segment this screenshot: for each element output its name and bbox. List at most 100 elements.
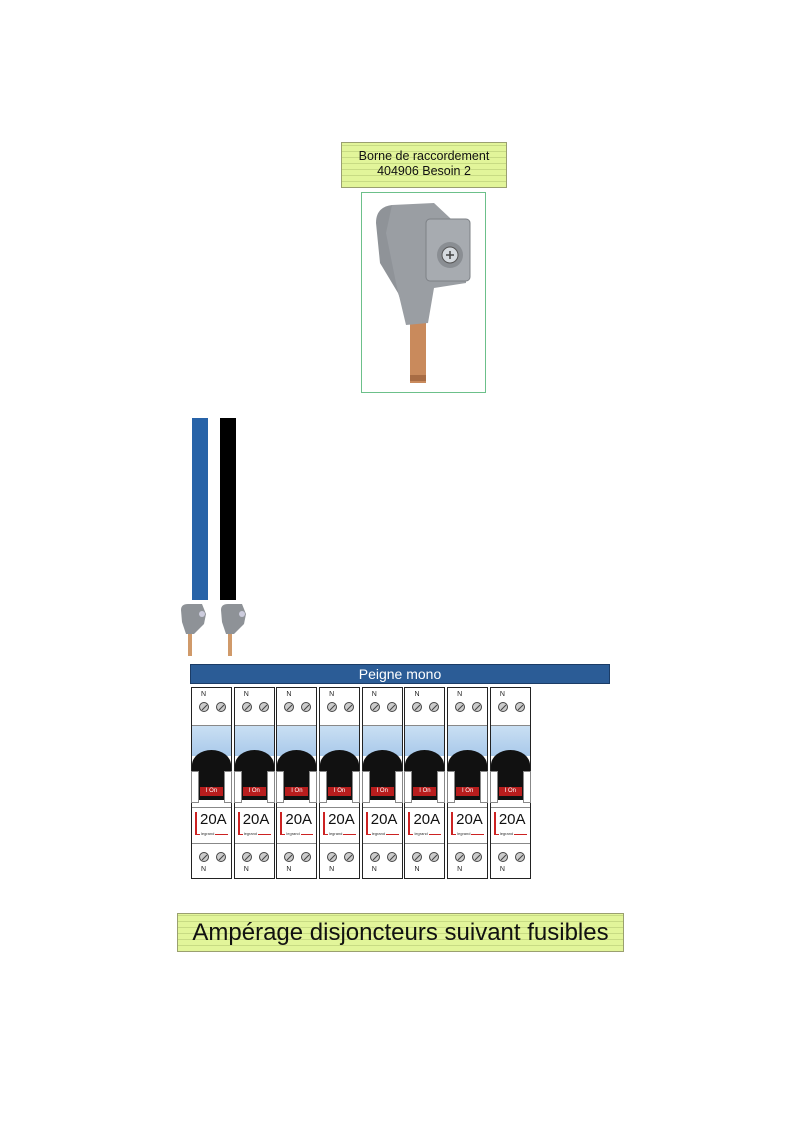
side-clip (266, 771, 275, 803)
screw-icon (301, 702, 312, 712)
brand-label: legrand (200, 831, 216, 836)
screw-icon (472, 852, 483, 862)
red-mark (365, 812, 368, 834)
side-clip (489, 771, 498, 803)
screw-icon (472, 702, 483, 712)
screw-icon (412, 702, 423, 712)
rating-panel: 20A legrand (234, 807, 274, 844)
screw-icon (497, 702, 508, 712)
switch-indicator: I On (370, 787, 394, 796)
circuit-breaker: N I On 20A legrand N (361, 687, 403, 879)
connector-image (361, 192, 486, 393)
screw-icon (199, 702, 209, 712)
black-cable (220, 418, 236, 600)
breaker-rating: 20A (242, 811, 270, 828)
breaker-rating: 20A (413, 811, 441, 828)
side-clip (480, 771, 489, 803)
breaker-row: N I On 20A legrand N N I On 20A legrand (191, 687, 533, 879)
side-clip (447, 771, 456, 803)
side-clip (233, 771, 242, 803)
red-mark (493, 812, 496, 834)
screw-icon (369, 852, 380, 862)
neutral-label-bottom: N (371, 866, 377, 873)
rating-panel: 20A legrand (320, 807, 360, 844)
side-clip (437, 771, 446, 803)
neutral-label-top: N (414, 691, 420, 698)
screw-icon (455, 852, 466, 862)
side-clip (309, 771, 318, 803)
switch-indicator: I On (456, 787, 480, 796)
screw-icon (369, 702, 380, 712)
rating-panel: 20A legrand (192, 807, 231, 844)
rating-panel: 20A legrand (448, 807, 488, 844)
breaker-rating: 20A (498, 811, 526, 828)
switch-indicator: I On (498, 787, 522, 796)
circuit-breaker: N I On 20A legrand N (404, 687, 446, 879)
circuit-breaker: N I On 20A legrand N (276, 687, 318, 879)
neutral-label-bottom: N (286, 866, 292, 873)
circuit-breaker: N I On 20A legrand N (489, 687, 531, 879)
screw-icon (258, 852, 269, 862)
screw-icon (327, 702, 338, 712)
side-clip (394, 771, 403, 803)
amperage-note: Ampérage disjoncteurs suivant fusibles (177, 913, 624, 952)
red-mark (323, 812, 326, 834)
screw-icon (241, 852, 252, 862)
neutral-label-top: N (329, 691, 335, 698)
screw-icon (284, 702, 295, 712)
connector-label-line1: Borne de raccordement (358, 149, 490, 163)
neutral-label-top: N (499, 691, 505, 698)
red-mark (451, 812, 454, 834)
red-mark (237, 812, 240, 834)
neutral-label-top: N (286, 691, 292, 698)
screw-icon (429, 702, 440, 712)
rating-panel: 20A legrand (362, 807, 402, 844)
red-mark (195, 812, 197, 834)
side-clip (191, 771, 199, 803)
neutral-label-bottom: N (499, 866, 505, 873)
circuit-breaker: N I On 20A legrand N (447, 687, 489, 879)
neutral-label-top: N (201, 691, 207, 698)
side-clip (276, 771, 285, 803)
screw-icon (386, 852, 397, 862)
screw-icon (301, 852, 312, 862)
screw-icon (514, 702, 525, 712)
brand-label: legrand (242, 831, 259, 836)
screw-icon (241, 702, 252, 712)
connector-label: Borne de raccordement 404906 Besoin 2 (341, 142, 507, 188)
switch-indicator: I On (285, 787, 309, 796)
neutral-label-bottom: N (414, 866, 420, 873)
neutral-label-bottom: N (457, 866, 463, 873)
blue-cable (192, 418, 208, 600)
screw-icon (386, 702, 397, 712)
rating-panel: 20A legrand (405, 807, 445, 844)
connector-label-line2: 404906 Besoin 2 (377, 164, 471, 178)
rating-panel: 20A legrand (277, 807, 317, 844)
neutral-label-top: N (243, 691, 249, 698)
breaker-rating: 20A (285, 811, 313, 828)
side-clip (224, 771, 232, 803)
side-clip (319, 771, 328, 803)
brand-label: legrand (498, 831, 515, 836)
breaker-rating: 20A (200, 811, 227, 828)
red-mark (280, 812, 283, 834)
neutral-label-bottom: N (329, 866, 335, 873)
brand-label: legrand (413, 831, 429, 836)
screw-icon (216, 852, 226, 862)
screw-icon (497, 852, 508, 862)
screw-icon (216, 702, 226, 712)
neutral-label-bottom: N (243, 866, 249, 873)
side-clip (361, 771, 370, 803)
screw-icon (429, 852, 440, 862)
connector-icon (181, 604, 206, 656)
switch-indicator: I On (200, 787, 223, 796)
rating-panel: 20A legrand (490, 807, 530, 844)
circuit-breaker: N I On 20A legrand N (319, 687, 361, 879)
side-clip (352, 771, 361, 803)
screw-icon (412, 852, 423, 862)
comb-busbar: Peigne mono (190, 664, 610, 684)
brand-label: legrand (328, 831, 344, 836)
breaker-rating: 20A (328, 811, 355, 828)
screw-icon (455, 702, 466, 712)
